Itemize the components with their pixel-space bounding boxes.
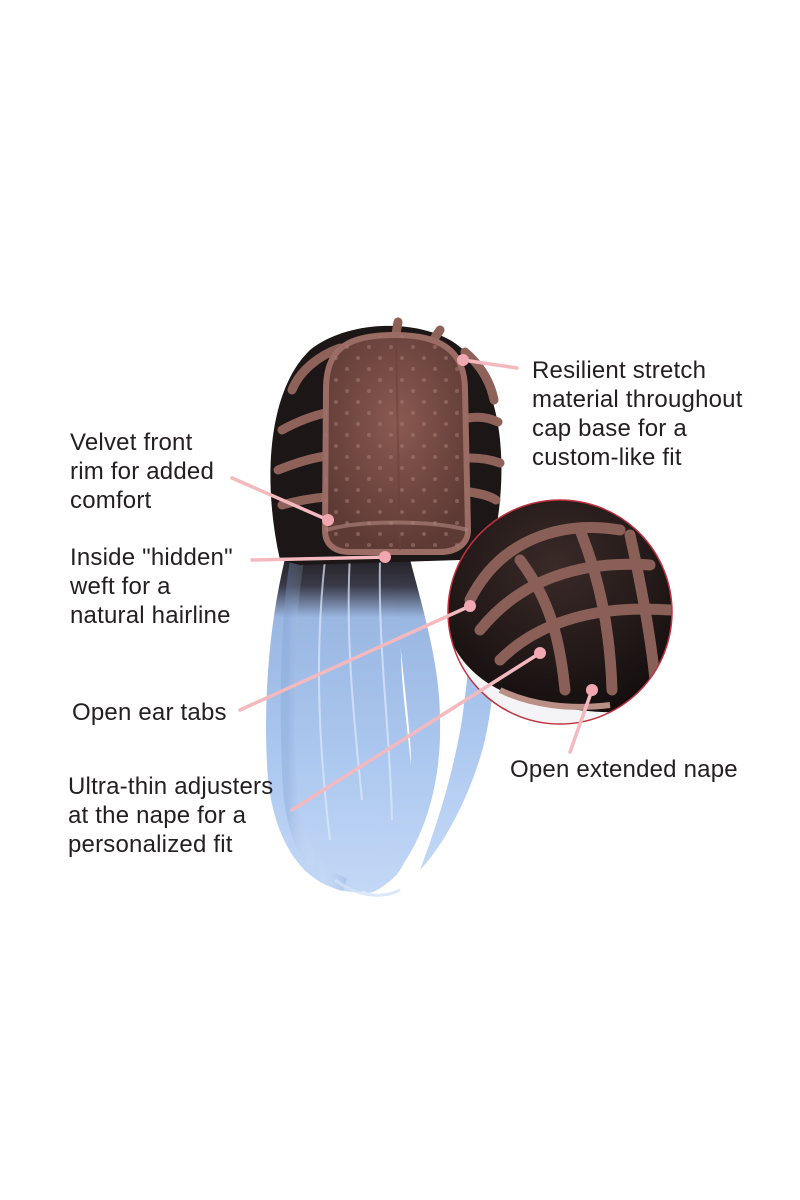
callout-open-extended-nape: Open extended nape <box>510 756 738 783</box>
callout-stretch-material: Resilient stretch material throughout ca… <box>532 357 743 471</box>
callout-nape-adjusters: Ultra-thin adjusters at the nape for a p… <box>68 773 274 858</box>
callout-velvet-front-rim: Velvet front rim for added comfort <box>70 429 214 514</box>
callout-open-ear-tabs: Open ear tabs <box>72 699 227 726</box>
wig-cap <box>270 317 505 565</box>
callout-dots <box>322 354 598 696</box>
callout-hidden-weft: Inside "hidden" weft for a natural hairl… <box>70 544 233 629</box>
magnified-nape-inset <box>447 499 673 725</box>
callout-lines <box>230 358 594 812</box>
